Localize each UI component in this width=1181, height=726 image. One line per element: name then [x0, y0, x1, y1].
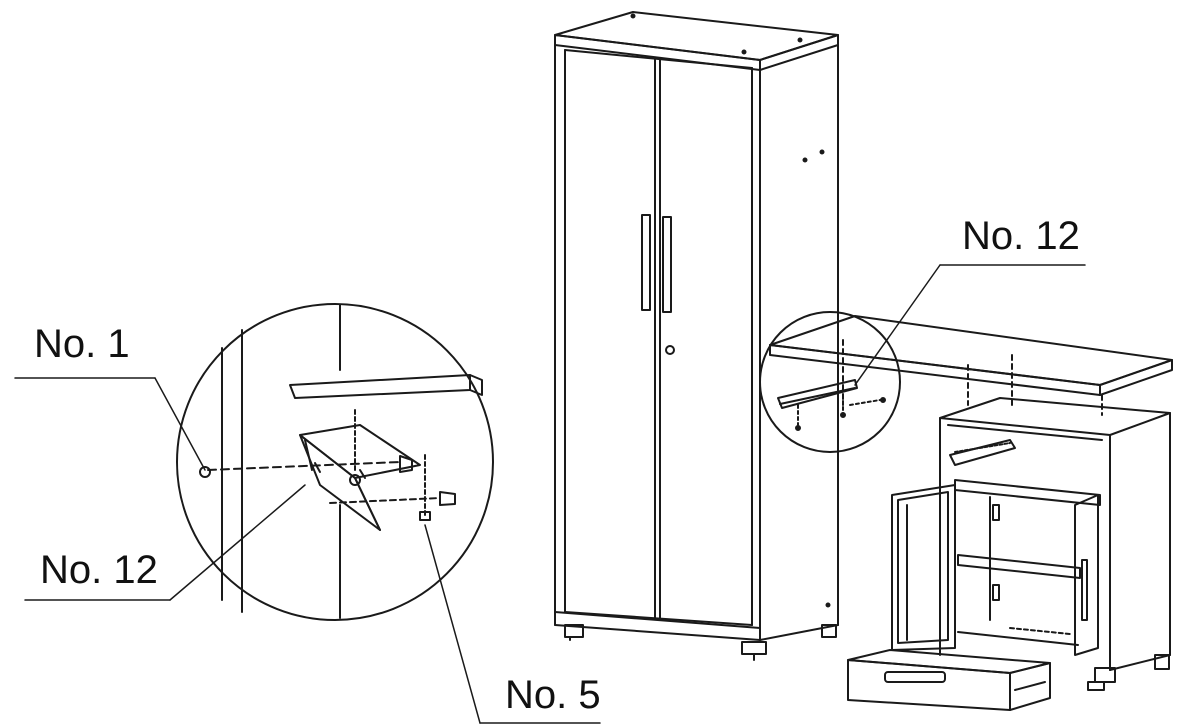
base-cabinet [769, 315, 1173, 711]
leader-lines [14, 264, 1086, 724]
callout-no1-label: No. 1 [34, 322, 130, 366]
left-detail-circle [176, 303, 494, 621]
tall-cabinet [554, 11, 839, 661]
right-detail-circle [759, 311, 901, 453]
callout-no12-right-label: No. 12 [962, 214, 1080, 258]
callout-no12-left-label: No. 12 [40, 548, 158, 592]
callout-no5-label: No. 5 [505, 673, 601, 717]
